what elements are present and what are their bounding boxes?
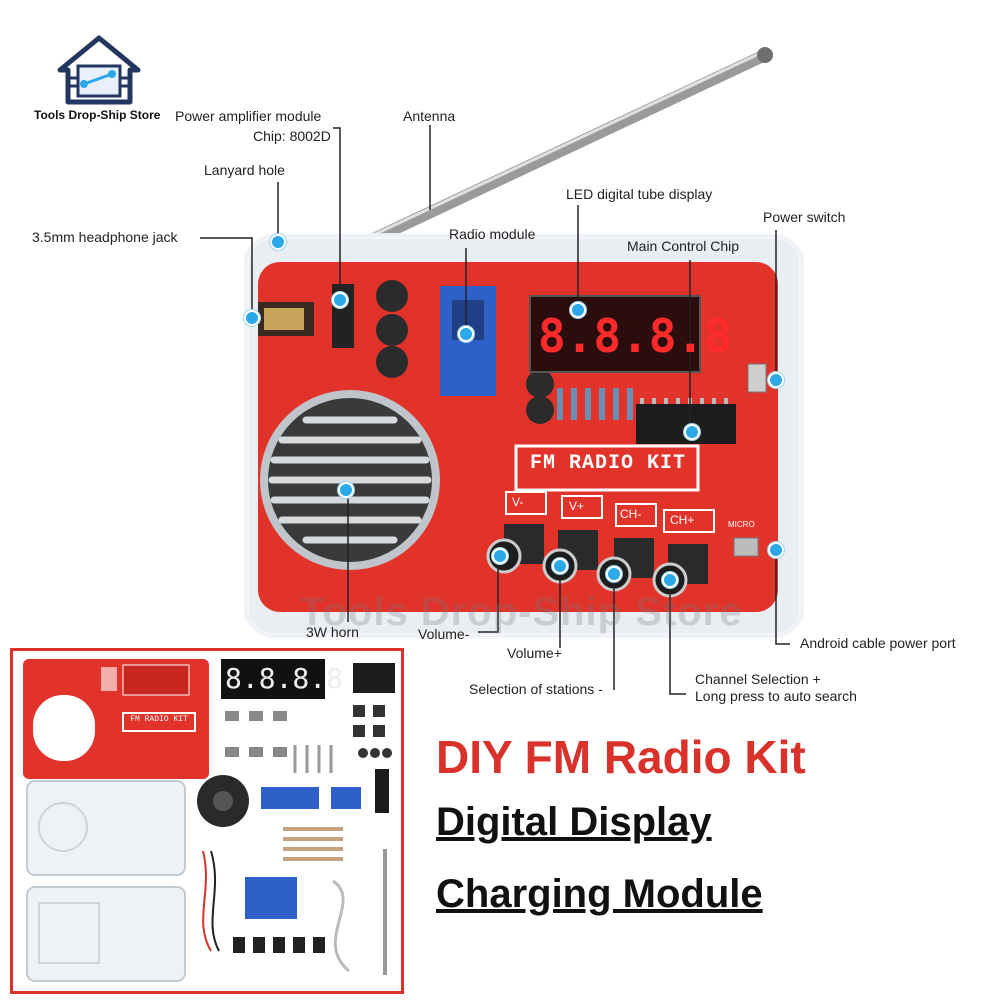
dot-selection	[606, 566, 622, 582]
label-main-chip: Main Control Chip	[627, 238, 740, 254]
headline-line3: Charging Module	[436, 872, 763, 916]
radio-illustration	[200, 47, 805, 695]
label-antenna: Antenna	[403, 108, 456, 124]
label-chip: Chip: 8002D	[253, 128, 331, 144]
btn-label-chplus: CH+	[670, 513, 695, 527]
btn-label-vplus: V+	[569, 499, 585, 513]
brand-name: Tools Drop-Ship Store	[34, 108, 161, 122]
label-channel-2: Long press to auto search	[695, 688, 857, 704]
label-volume-minus: Volume-	[418, 626, 470, 642]
watermark: Tools Drop-Ship Store	[300, 590, 743, 634]
dot-horn	[338, 482, 354, 498]
dot-power-switch	[768, 372, 784, 388]
label-selection: Selection of stations -	[469, 681, 603, 697]
dot-radio-module	[458, 326, 474, 342]
label-power-switch: Power switch	[763, 209, 846, 225]
micro-label: MICRO	[728, 520, 755, 529]
inset-panel-title: FM RADIO KIT	[130, 715, 188, 724]
board-panel-title: FM RADIO KIT	[529, 452, 687, 475]
store-logo	[54, 34, 144, 106]
label-radio-module: Radio module	[449, 226, 536, 242]
dot-android-port	[768, 542, 784, 558]
dot-led	[570, 302, 586, 318]
btn-label-vminus: V-	[512, 495, 524, 509]
headline-title: DIY FM Radio Kit	[436, 731, 806, 783]
kit-contents-inset: 8.8.8.8 FM RADIO KIT	[10, 648, 404, 994]
dot-volume-plus	[552, 558, 568, 574]
label-volume-plus: Volume+	[507, 645, 562, 661]
label-led: LED digital tube display	[566, 186, 713, 202]
label-headphone: 3.5mm headphone jack	[32, 229, 178, 245]
dot-power-amp	[332, 292, 348, 308]
dot-lanyard	[270, 234, 286, 250]
label-power-amp: Power amplifier module	[175, 108, 322, 124]
btn-label-chminus: CH-	[620, 507, 642, 521]
label-lanyard: Lanyard hole	[204, 162, 285, 178]
dot-channel	[662, 572, 678, 588]
kit-parts-illustration	[23, 659, 395, 982]
dot-headphone	[244, 310, 260, 326]
label-android-port: Android cable power port	[800, 635, 956, 651]
headline-line2: Digital Display	[436, 800, 712, 844]
dot-main-chip	[684, 424, 700, 440]
dot-volume-minus	[492, 548, 508, 564]
label-horn: 3W horn	[306, 624, 359, 640]
label-channel-1: Channel Selection +	[695, 671, 821, 687]
led-display: 8.8.8.8	[538, 309, 732, 363]
inset-display: 8.8.8.8	[225, 662, 344, 695]
